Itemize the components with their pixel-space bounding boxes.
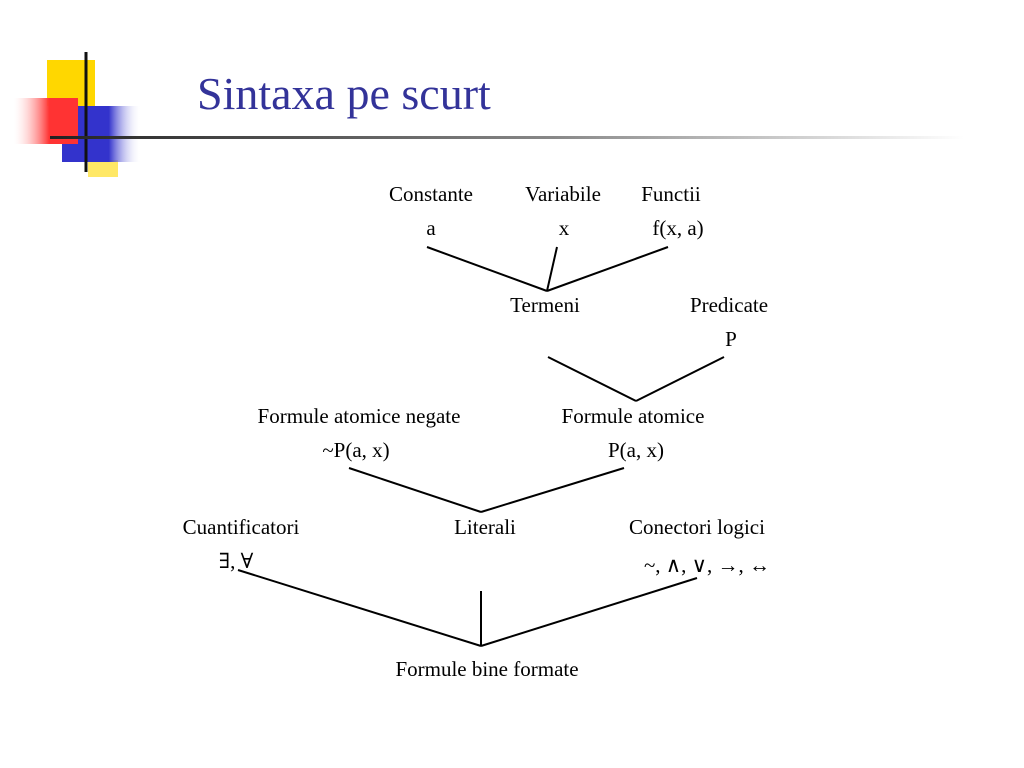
node-variabile: Variabile — [525, 182, 601, 206]
node-formule-atomice: Formule atomice — [561, 404, 705, 428]
edge-atomice-literali — [480, 467, 625, 513]
node-formule-atomice-negate: Formule atomice negate — [257, 404, 461, 428]
edge-negate-literali — [348, 467, 482, 513]
yellow-square-lower — [88, 160, 118, 177]
node-termeni: Termeni — [510, 293, 580, 317]
node-cuantificatori: Cuantificatori — [182, 515, 300, 539]
node-literali: Literali — [454, 515, 516, 539]
node-variabile-example: x — [558, 216, 570, 240]
node-functii: Functii — [641, 182, 701, 206]
edge-termeni-formule-atomice — [547, 356, 637, 402]
node-formule-atomice-negate-example: ~P(a, x) — [322, 438, 390, 462]
node-cuantificatori-example: ∃, ∀ — [218, 549, 254, 573]
node-constante-example: a — [426, 216, 436, 240]
node-formule-bine-formate: Formule bine formate — [395, 657, 579, 681]
title-underline — [50, 136, 964, 139]
edge-conectori-fbf — [480, 577, 698, 647]
edge-constante-termeni — [426, 246, 548, 292]
node-conectori-logici-example: ~, ∧, ∨, →, ↔ — [643, 553, 771, 577]
node-predicate: Predicate — [689, 293, 769, 317]
edge-variabile-termeni — [546, 246, 558, 292]
node-constante: Constante — [389, 182, 473, 206]
slide-title: Sintaxa pe scurt — [197, 68, 491, 119]
edge-predicate-formule-atomice — [635, 356, 725, 402]
node-functii-example: f(x, a) — [652, 216, 704, 240]
node-formule-atomice-example: P(a, x) — [608, 438, 664, 462]
node-predicate-example: P — [725, 327, 737, 351]
edge-functii-termeni — [546, 246, 669, 292]
node-conectori-logici: Conectori logici — [629, 515, 765, 539]
edge-cuantificatori-fbf — [237, 569, 482, 647]
corner-decoration — [14, 52, 140, 177]
